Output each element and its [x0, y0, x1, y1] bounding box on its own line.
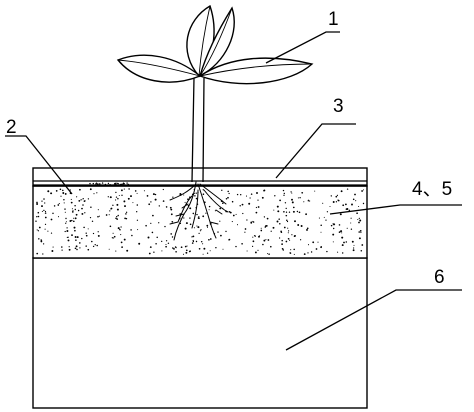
- leaf-left: [116, 54, 202, 83]
- pot-container: [32, 167, 368, 409]
- stem: [191, 77, 205, 183]
- roots: [169, 181, 229, 241]
- leader-1: [265, 31, 340, 64]
- leader-2: [5, 135, 73, 195]
- leader-6: [285, 289, 462, 351]
- label-4-5: 4、5: [412, 179, 452, 200]
- leader-lines: [5, 31, 462, 351]
- label-2: 2: [6, 117, 17, 138]
- leader-3: [275, 123, 356, 179]
- top-film: [32, 167, 368, 187]
- label-6: 6: [434, 267, 445, 288]
- label-1: 1: [328, 9, 339, 30]
- seed-root-layer: [32, 185, 368, 259]
- base-layer: [32, 257, 368, 409]
- leader-45: [329, 204, 462, 215]
- leaves: [116, 4, 314, 85]
- label-3: 3: [333, 96, 344, 117]
